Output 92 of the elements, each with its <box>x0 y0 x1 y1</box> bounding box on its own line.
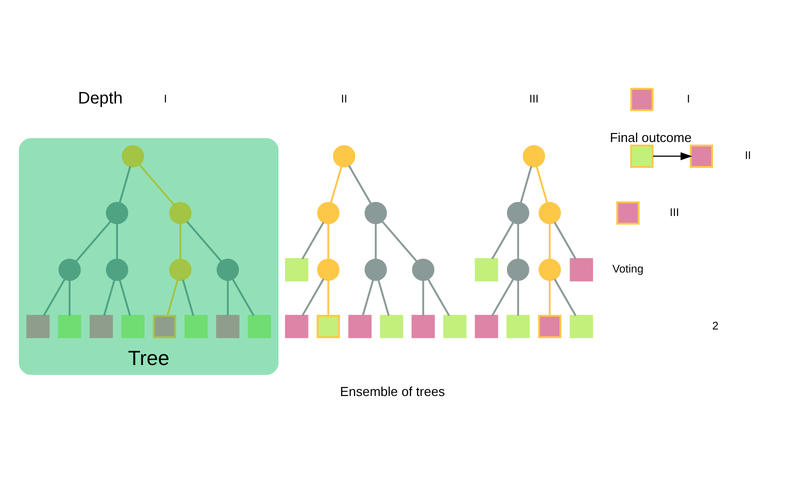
label: II <box>341 93 348 106</box>
connector <box>517 223 520 260</box>
arrow <box>653 152 692 160</box>
label: Voting <box>612 264 644 276</box>
connector <box>536 166 548 204</box>
node-circle <box>412 258 434 281</box>
label: III <box>670 206 680 219</box>
connector <box>166 279 179 316</box>
label: Depth <box>78 88 123 108</box>
connector <box>427 278 450 316</box>
connector <box>103 279 116 316</box>
connector <box>186 220 222 262</box>
caption: Ensemble of trees <box>340 384 445 400</box>
connector <box>382 220 418 262</box>
connector <box>302 278 324 316</box>
node-box <box>285 314 308 338</box>
connector <box>118 279 131 316</box>
connector <box>348 165 372 204</box>
connector <box>520 166 532 204</box>
connector <box>491 222 514 260</box>
connector <box>226 280 229 316</box>
node-box <box>26 314 50 338</box>
connector <box>548 223 551 260</box>
node-circle <box>169 258 192 281</box>
node-box <box>184 314 208 338</box>
connector <box>302 222 324 260</box>
connector <box>374 223 377 260</box>
node-box <box>616 201 640 225</box>
node-box <box>248 314 272 338</box>
connector <box>116 223 118 260</box>
node-box <box>506 314 530 338</box>
node-box <box>121 314 145 338</box>
node-circle <box>216 258 239 281</box>
node-box <box>216 314 240 338</box>
node-box <box>58 314 82 338</box>
node-box <box>690 144 714 168</box>
label: I <box>686 93 690 106</box>
cluster: Tree <box>18 138 279 375</box>
node-box <box>90 314 113 338</box>
connector <box>118 166 132 204</box>
node-box <box>443 314 466 338</box>
node-circle <box>332 145 356 168</box>
connector <box>182 279 194 316</box>
node-label: Final outcome <box>610 130 692 145</box>
connector <box>327 223 330 260</box>
node-circle <box>317 258 340 281</box>
label: III <box>529 93 539 106</box>
connector <box>554 222 576 260</box>
node-box <box>348 314 372 338</box>
node-box <box>380 314 404 338</box>
connector <box>362 279 374 316</box>
connector <box>42 278 66 316</box>
node-circle <box>122 145 144 168</box>
node-box <box>474 314 498 338</box>
node-box <box>570 258 594 282</box>
node-circle <box>506 202 530 224</box>
label: 2 <box>712 320 718 332</box>
label: II <box>744 150 752 162</box>
connector <box>422 280 424 316</box>
node-circle <box>506 258 530 281</box>
node-circle <box>522 145 546 168</box>
node-box <box>152 314 176 338</box>
node-box <box>474 258 498 282</box>
connector <box>491 278 514 316</box>
connector <box>75 220 112 262</box>
node-circle <box>58 258 81 281</box>
node-box <box>630 144 654 168</box>
node-box <box>412 314 435 338</box>
node-circle <box>538 258 561 281</box>
connector <box>377 279 390 316</box>
node-box <box>538 314 562 338</box>
node-circle <box>106 202 128 224</box>
connector <box>548 280 551 316</box>
node-box <box>285 258 308 282</box>
node-circle <box>364 202 387 224</box>
connector <box>68 280 71 316</box>
connector <box>327 280 330 316</box>
node-circle <box>538 202 561 224</box>
node-box <box>570 314 594 338</box>
connector <box>179 223 182 260</box>
node-box <box>316 314 340 338</box>
node-circle <box>169 202 192 224</box>
label: I <box>164 93 168 106</box>
node-circle <box>364 258 387 281</box>
connector <box>517 280 520 316</box>
node-circle <box>106 258 128 281</box>
connector <box>138 164 175 206</box>
connector <box>330 166 342 204</box>
connector <box>232 278 255 316</box>
node-box <box>630 88 654 112</box>
node-circle <box>317 202 340 224</box>
connector <box>554 278 576 316</box>
